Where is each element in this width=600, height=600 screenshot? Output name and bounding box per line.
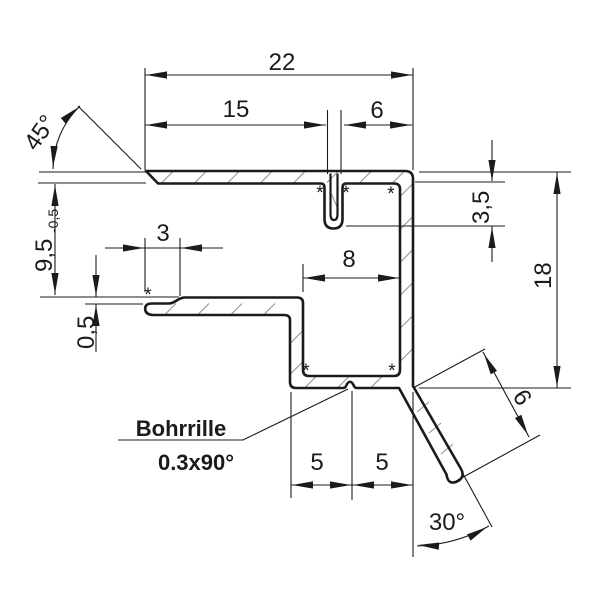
note-value: 0.3x90° <box>158 450 234 475</box>
dim-lip-tip-length-label: 3 <box>156 220 169 247</box>
dim-right-width-label: 6 <box>370 97 383 124</box>
dim-total-width-label: 22 <box>269 49 296 76</box>
corner-marker: * <box>316 183 324 204</box>
note-bohrrille: Bohrrille 0.3x90° <box>136 416 234 475</box>
slot-cavity-outline <box>329 173 339 222</box>
profile-main-contour <box>143 169 464 484</box>
dim-total-height-label: 18 <box>530 262 557 289</box>
corner-marker: * <box>342 183 350 204</box>
profile-outline <box>143 169 464 484</box>
arrowheads <box>49 71 561 550</box>
dim-opening-height-tolerance: -0,5 <box>45 209 61 233</box>
dim-opening-height-label: 9,5 <box>31 239 58 272</box>
corner-marker: * <box>302 361 310 382</box>
dim-slot-depth-label: 3,5 <box>468 191 495 224</box>
hatching <box>161 171 454 455</box>
dim-box-inner-width-label: 8 <box>342 246 355 273</box>
dim-lip-step-label: 0,5 <box>73 316 100 349</box>
dimension-lines <box>52 74 558 547</box>
dim-leg-length-label: 6 <box>507 385 537 411</box>
dim-bottom-right-label: 5 <box>375 449 388 476</box>
note-title: Bohrrille <box>136 416 226 441</box>
dimension-labels: 22 15 6 3,5 18 9,5 -0,5 3 0,5 8 5 5 6 30… <box>19 49 557 536</box>
chamfer-45-line <box>77 105 142 170</box>
corner-marker: * <box>144 285 152 306</box>
dim-leg-angle-label: 30° <box>429 509 465 536</box>
dim-left-width-label: 15 <box>223 96 250 123</box>
corner-marker: * <box>388 361 396 382</box>
corner-markers: * * * * * * <box>144 183 396 382</box>
note-leader-line <box>118 388 349 441</box>
dim-bottom-left-label: 5 <box>310 449 323 476</box>
corner-marker: * <box>387 184 395 205</box>
